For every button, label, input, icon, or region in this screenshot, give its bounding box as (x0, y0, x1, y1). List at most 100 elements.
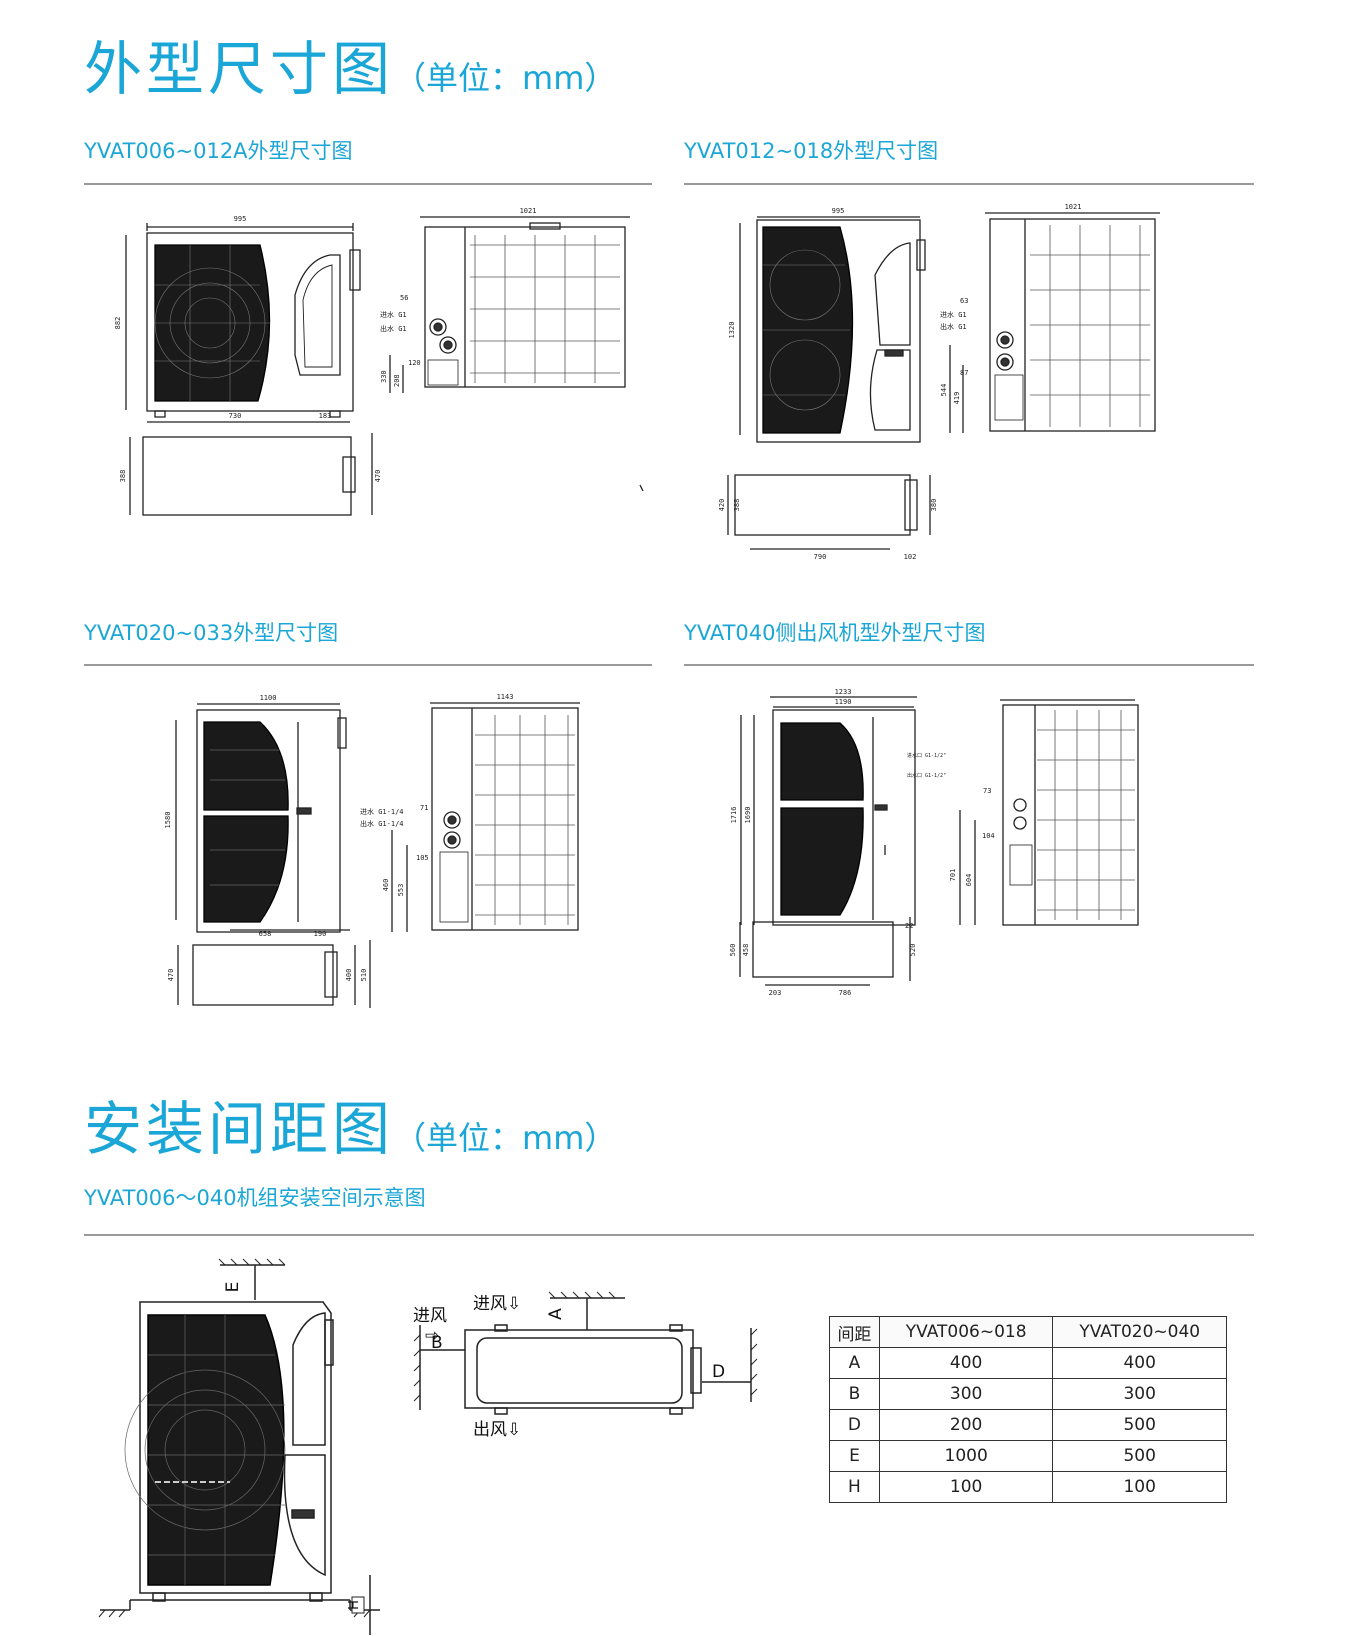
section-unit-text: （单位：mm） (394, 1119, 617, 1157)
dim-front-height: 1716 (730, 807, 738, 824)
model-title-m1: YVAT006~012A外型尺寸图 (84, 139, 353, 163)
dim-front-height: 882 (114, 317, 122, 330)
label-intake-left: 进风 (413, 1306, 447, 1326)
dim-top-d3: 560 (729, 944, 737, 957)
dim-top-d4: 400 (345, 969, 353, 982)
model-title-m4: YVAT040侧出风机型外型尺寸图 (684, 621, 986, 645)
table-cell: 500 (1052, 1440, 1227, 1472)
table-cell: 400 (878, 1347, 1054, 1379)
table-cell: 400 (1052, 1347, 1227, 1379)
side-inlet-label: 进水 G1-1/4 (360, 807, 404, 816)
dim-top-d1: 203 (769, 989, 782, 997)
table-cell: H (829, 1471, 880, 1503)
section-title-text: 外型尺寸图 (84, 35, 395, 103)
dim-side-d1: 71 (420, 804, 428, 812)
side-inlet-label: 进水口 G1-1/2" (907, 752, 946, 759)
dim-top-d2: 183 (319, 412, 332, 420)
divider-m1 (84, 183, 652, 185)
table-cell: 500 (1052, 1409, 1227, 1441)
drawing-m4: 1233 1190 1716 1690 进水口 G1-1/2" 出水口 G1-1… (729, 688, 1139, 997)
label-intake-top: 进风⇩ (473, 1294, 521, 1314)
table-header-row: 间距 YVAT006~018 YVAT020~040 (829, 1316, 1227, 1348)
table-cell: 300 (878, 1378, 1054, 1410)
dim-top-d2: 102 (904, 553, 917, 561)
divider-m4 (684, 664, 1254, 666)
table-header-cell: YVAT020~040 (1052, 1316, 1227, 1348)
dim-front-width: 1233 (835, 688, 852, 696)
dim-side-d4: 208 (393, 374, 401, 387)
dim-top-d5: 510 (360, 969, 368, 982)
label-B: B (431, 1333, 443, 1353)
dim-side-d4: 419 (953, 392, 961, 405)
dim-side-d4: 553 (397, 884, 405, 897)
table-cell: 1000 (878, 1440, 1054, 1472)
table-cell: 200 (878, 1409, 1054, 1441)
dim-front-height: 1580 (164, 812, 172, 829)
dim-top-d6: 22 (905, 922, 913, 930)
dim-side-d2: 87 (960, 369, 968, 377)
divider-install (84, 1234, 1254, 1236)
dim-top-d2: 786 (839, 989, 852, 997)
dim-top-d1: 730 (229, 412, 242, 420)
side-outlet-label: 出水 G1 (940, 322, 967, 331)
install-top-view: 进风⇩ 进风 ⇨ B A D 出风⇩ (413, 1291, 758, 1440)
table-cell: 100 (878, 1471, 1054, 1503)
dim-front-width: 1100 (260, 694, 277, 702)
dim-side-d1: 56 (400, 294, 408, 302)
table-row: B 300 300 (829, 1378, 1227, 1410)
dim-side-width: 1143 (497, 693, 514, 701)
dim-side-d2: 120 (408, 359, 421, 367)
side-outlet-label: 出水 G1 (380, 324, 407, 333)
side-outlet-label: 出水口 G1-1/2" (907, 772, 946, 779)
table-row: H 100 100 (829, 1471, 1227, 1503)
dim-side-d2: 105 (416, 854, 429, 862)
table-row: D 200 500 (829, 1409, 1227, 1441)
dim-side-d1: 63 (960, 297, 968, 305)
arrow-intake-left: ⇨ (425, 1326, 439, 1346)
dim-top-d4: 470 (374, 470, 382, 483)
dim-side-d3: 330 (380, 370, 388, 383)
dim-top-d1: 658 (259, 930, 272, 938)
table-row: A 400 400 (829, 1347, 1227, 1379)
dim-side-width: 1021 (520, 207, 537, 215)
side-inlet-label: 进水 G1 (380, 310, 407, 319)
table-row: E 1000 500 (829, 1440, 1227, 1472)
dim-side-d1: 73 (983, 787, 991, 795)
table-cell: 300 (1052, 1378, 1227, 1410)
label-exhaust-bottom: 出风⇩ (473, 1420, 521, 1440)
spacing-table: 间距 YVAT006~018 YVAT020~040 A 400 400 B 3… (829, 1316, 1227, 1503)
section-title-install: 安装间距图（单位：mm） (84, 1082, 616, 1166)
dim-front-width: 995 (832, 207, 845, 215)
dim-side-d2: 104 (982, 832, 995, 840)
model-title-m2: YVAT012~018外型尺寸图 (684, 139, 939, 163)
side-outlet-label: 出水 G1-1/4 (360, 819, 404, 828)
divider-m3 (84, 664, 652, 666)
dim-top-d1: 790 (814, 553, 827, 561)
dim-top-d4: 458 (742, 944, 750, 957)
section-title-text: 安装间距图 (84, 1095, 395, 1163)
dim-front-height: 1320 (728, 322, 736, 339)
dim-top-d4: 388 (733, 499, 741, 512)
install-subtitle: YVAT006～040机组安装空间示意图 (84, 1186, 426, 1210)
label-H: H (347, 1600, 362, 1610)
dim-top-d5: 520 (909, 944, 917, 957)
dim-front-height-2: 1690 (744, 807, 752, 824)
table-cell: A (829, 1347, 880, 1379)
side-inlet-label: 进水 G1 (940, 310, 967, 319)
section-title-dimensions: 外型尺寸图（单位：mm） (84, 22, 616, 106)
dim-front-width-2: 1190 (835, 698, 852, 706)
section-unit-text: （单位：mm） (394, 59, 617, 97)
dim-top-d5: 380 (930, 499, 938, 512)
dim-side-d3: 701 (949, 869, 957, 882)
drawing-m3: 1100 1580 1143 71 进水 G1-1/4 出水 G1-1/4 10… (164, 693, 580, 1008)
label-A: A (546, 1308, 566, 1320)
dim-side-d3: 460 (382, 879, 390, 892)
table-cell: 100 (1052, 1471, 1227, 1503)
dim-side-d3: 544 (940, 384, 948, 397)
model-title-m3: YVAT020~033外型尺寸图 (84, 621, 339, 645)
divider-m2 (684, 183, 1254, 185)
label-E: E (223, 1282, 243, 1293)
drawing-m1: 995 882 1021 56 进水 G1 出水 G1 120 330 208 … (114, 207, 644, 516)
dim-front-width: 995 (234, 215, 247, 223)
dim-top-d3: 470 (167, 969, 175, 982)
